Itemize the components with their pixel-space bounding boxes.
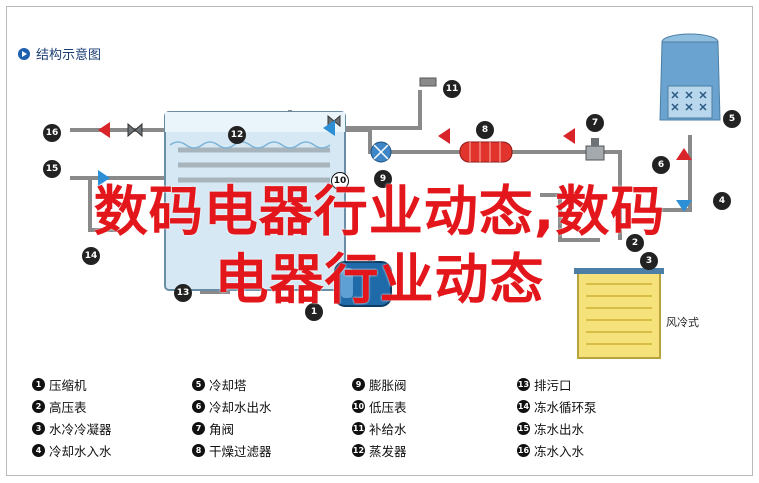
callout-8: 8 <box>476 121 494 139</box>
legend-label: 干燥过滤器 <box>209 443 272 459</box>
legend-item: 14 冻水循环泵 <box>517 395 687 417</box>
legend-number: 13 <box>517 377 530 391</box>
legend-item: 8 干燥过滤器 <box>192 439 352 461</box>
air-cooled-condenser <box>574 268 664 359</box>
callout-2: 2 <box>626 234 644 252</box>
dryer-filter <box>459 141 513 163</box>
cooling-tower <box>659 33 721 121</box>
callout-12: 12 <box>228 126 246 144</box>
legend-number: 6 <box>192 399 205 413</box>
expansion-valve <box>370 141 392 163</box>
legend-item: 2 高压表 <box>32 395 192 417</box>
callout-1: 1 <box>305 303 323 321</box>
legend-item: 4 冷却水入水 <box>32 439 192 461</box>
callout-11: 11 <box>443 80 461 98</box>
legend-label: 冻水循环泵 <box>534 399 597 415</box>
legend-item: 9 膨胀阀 <box>352 373 517 395</box>
callout-4: 4 <box>713 192 731 210</box>
title-row: 结构示意图 <box>18 44 101 63</box>
pipe-cooling-tower-loop <box>650 135 692 212</box>
callout-6: 6 <box>652 156 670 174</box>
diagram-title: 结构示意图 <box>36 48 102 63</box>
legend-number: 9 <box>352 377 365 391</box>
legend-item: 5 冷却塔 <box>192 373 352 395</box>
pipe-top-return <box>340 128 622 240</box>
legend-label: 高压表 <box>49 399 87 415</box>
legend-item: 10 低压表 <box>352 395 517 417</box>
legend-item: 12 蒸发器 <box>352 439 517 461</box>
legend-item: 15 冻水出水 <box>517 417 687 439</box>
legend-item: 16 冻水入水 <box>517 439 687 461</box>
legend-label: 蒸发器 <box>369 443 407 459</box>
legend-number: 15 <box>517 421 530 435</box>
legend-number: 2 <box>32 399 45 413</box>
legend-number: 5 <box>192 377 205 391</box>
legend-number: 3 <box>32 421 45 435</box>
legend-number: 12 <box>352 443 365 457</box>
legend-number: 7 <box>192 421 205 435</box>
evaporator-tank <box>164 111 346 291</box>
callout-9: 9 <box>374 170 392 188</box>
legend-label: 冷却塔 <box>209 377 247 393</box>
callout-14: 14 <box>82 247 100 265</box>
angle-valve <box>585 138 605 161</box>
play-bullet-icon <box>18 47 30 60</box>
pipe-left-down <box>88 178 120 232</box>
callout-13: 13 <box>174 284 192 302</box>
air-cooled-label: 风冷式 <box>666 316 699 329</box>
callout-16: 16 <box>43 124 61 142</box>
overlay-text-line2: 电器行业动态 <box>214 248 545 311</box>
legend-label: 冷却水入水 <box>49 443 112 459</box>
flow-arrows <box>98 120 692 212</box>
callout-5: 5 <box>723 110 741 128</box>
legend-number: 16 <box>517 443 530 457</box>
legend-number: 8 <box>192 443 205 457</box>
legend-label: 压缩机 <box>49 377 87 393</box>
legend-label: 冻水入水 <box>534 443 585 459</box>
legend-item: 7 角阀 <box>192 417 352 439</box>
compressor <box>334 261 392 307</box>
legend-item: 13 排污口 <box>517 373 687 395</box>
legend-label: 水冷冷凝器 <box>49 421 112 437</box>
callout-10: 10 <box>331 172 349 190</box>
callout-15: 15 <box>43 160 61 178</box>
callout-7: 7 <box>586 114 604 132</box>
legend-item: 11 补给水 <box>352 417 517 439</box>
legend-label: 膨胀阀 <box>369 377 407 393</box>
legend-label: 冷却水出水 <box>209 399 272 415</box>
legend-number: 10 <box>352 399 365 413</box>
legend-label: 补给水 <box>369 421 407 437</box>
legend-label: 冻水出水 <box>534 421 585 437</box>
legend-number: 11 <box>352 421 365 435</box>
pipe-lower-loop <box>540 193 600 242</box>
legend-number: 14 <box>517 399 530 413</box>
legend-item: 3 水冷冷凝器 <box>32 417 192 439</box>
overlay-text-line1: 数码电器行业动态,数码 <box>93 180 666 243</box>
legend-label: 角阀 <box>209 421 235 437</box>
legend-number: 1 <box>32 377 45 391</box>
legend-label: 排污口 <box>534 377 572 393</box>
callout-3: 3 <box>640 252 658 270</box>
legend-item: 6 冷却水出水 <box>192 395 352 417</box>
legend-item: 1 压缩机 <box>32 373 192 395</box>
legend-number: 4 <box>32 443 45 457</box>
pipes <box>70 90 692 300</box>
legend-label: 低压表 <box>369 399 407 415</box>
